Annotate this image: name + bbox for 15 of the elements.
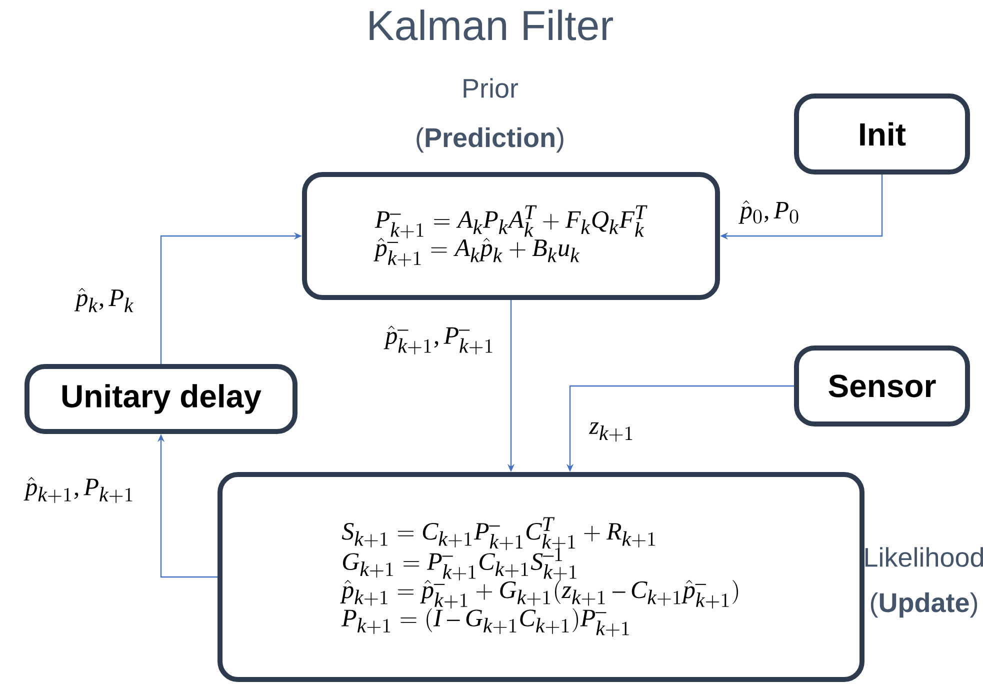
edge-label: $\hat{p}_{k+1}, P_{k+1}$ <box>23 475 137 505</box>
equation-box: $P^-_{k+1} = A_k P_k A_k^T + F_k Q_k F_k^T$ $\hat{p}^-_{k+1} = A_k \hat{p}_k + B_k u_k$ <box>302 172 720 300</box>
stage-label: (Update) <box>870 592 978 618</box>
block-box: Sensor <box>794 346 970 426</box>
title: Kalman Filter <box>370 10 613 40</box>
edge-label: $\hat{p}^-_{k+1}, P^-_{k+1}$ <box>383 324 497 356</box>
edge-label: $\hat{p}_0, P_0$ <box>738 198 802 226</box>
equation-box: $S_{k+1} = C_{k+1} P^-_{k+1} C^T_{k+1} + R_{k+1}$ $G_{k+1} = P^-_{k+1} C_{k+1} S^{-1}_{k+1}$ $\hat{p}_{k+1} = \hat{p}^-_{k+1} + G_{k+1}(z_{k+1} - C_{k+1}\hat{p}^-_{k+1})$ $P_{k+1} = (I - G_{k+1} C_{k+1}) P^-_{k+1}$ <box>218 472 865 682</box>
block-box: Unitary delay <box>24 364 298 434</box>
edge-label: $z_{k+1}$ <box>587 420 637 444</box>
edge-label: $\hat{p}_k, P_k$ <box>74 286 136 314</box>
stage-label: Likelihood <box>865 547 983 567</box>
stage-label: (Prediction) <box>416 127 564 153</box>
block-box: Init <box>794 94 970 174</box>
stage-label: Prior <box>464 78 518 98</box>
